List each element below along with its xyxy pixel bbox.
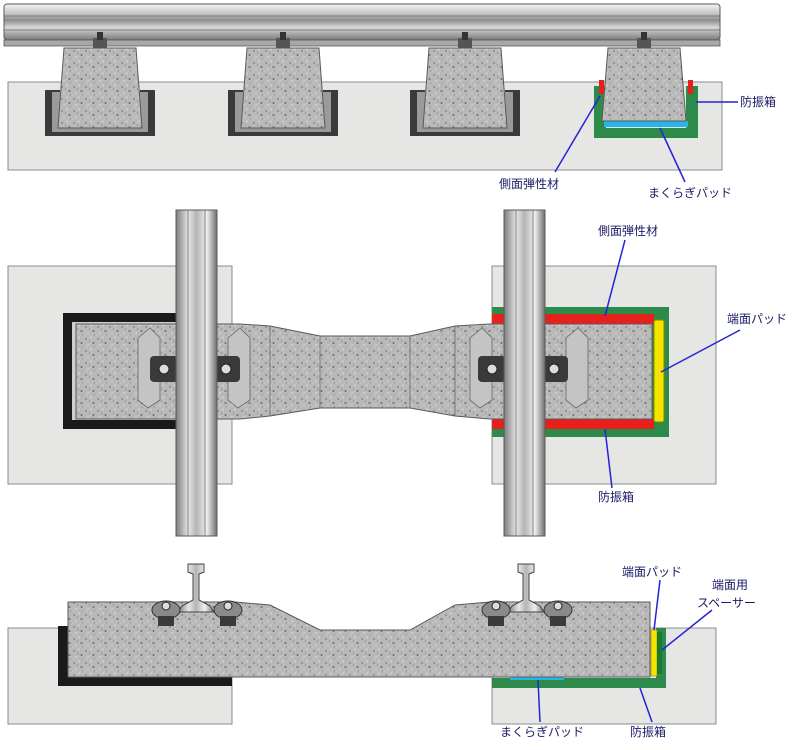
sleeper-block bbox=[228, 32, 338, 136]
sleeper-pad bbox=[604, 121, 688, 127]
label-sleeper-pad-bot: まくらぎパッド bbox=[500, 725, 585, 739]
label-end-pad-mid: 端面パッド bbox=[727, 312, 788, 326]
leader-line bbox=[653, 579, 661, 631]
label-end-spacer-line2: スペーサー bbox=[697, 596, 756, 610]
label-sleeper-pad-top: まくらぎパッド bbox=[648, 186, 733, 200]
label-end-spacer-line1: 端面用 bbox=[712, 578, 749, 592]
cross-section-view bbox=[7, 563, 717, 725]
side-elastic-left bbox=[599, 80, 604, 94]
side-elastic-bottom bbox=[492, 419, 654, 429]
rail-fastener bbox=[137, 327, 178, 409]
leader-line bbox=[604, 239, 626, 317]
label-side-elastic-mid: 側面弾性材 bbox=[598, 224, 659, 238]
label-box-mid: 防振箱 bbox=[598, 490, 635, 504]
label-end-pad-bot: 端面パッド bbox=[622, 565, 683, 579]
leader-line bbox=[659, 127, 686, 183]
rail-section-right bbox=[481, 563, 573, 626]
rail-fastener bbox=[540, 327, 589, 409]
sleeper-block-highlighted bbox=[594, 32, 698, 138]
label-box-top: 防振箱 bbox=[740, 95, 777, 109]
leader-line bbox=[639, 687, 653, 723]
leader-line bbox=[537, 679, 541, 723]
leader-line bbox=[554, 95, 601, 173]
side-elastic-top bbox=[492, 314, 654, 324]
sleeper-block bbox=[45, 32, 155, 136]
rail-plan-left bbox=[175, 209, 218, 537]
leader-line bbox=[604, 428, 613, 489]
plan-view-section bbox=[7, 209, 741, 537]
vibration-isolation-box-right bbox=[492, 628, 666, 688]
rail-fastener bbox=[469, 327, 506, 409]
end-spacer bbox=[657, 632, 662, 674]
leader-line bbox=[660, 329, 741, 373]
rail bbox=[3, 3, 721, 47]
leader-line bbox=[661, 609, 713, 651]
sleeper-block bbox=[410, 32, 520, 136]
side-elastic-right bbox=[688, 80, 693, 94]
sleeper-section bbox=[67, 601, 651, 678]
rail-section-left bbox=[151, 563, 243, 626]
side-view-section bbox=[3, 3, 738, 183]
rail-fastener bbox=[212, 327, 251, 409]
label-box-bot: 防振箱 bbox=[630, 725, 667, 739]
end-pad bbox=[650, 629, 658, 677]
label-side-elastic-top: 側面弾性材 bbox=[499, 177, 560, 191]
rail-plan-right bbox=[503, 209, 546, 537]
